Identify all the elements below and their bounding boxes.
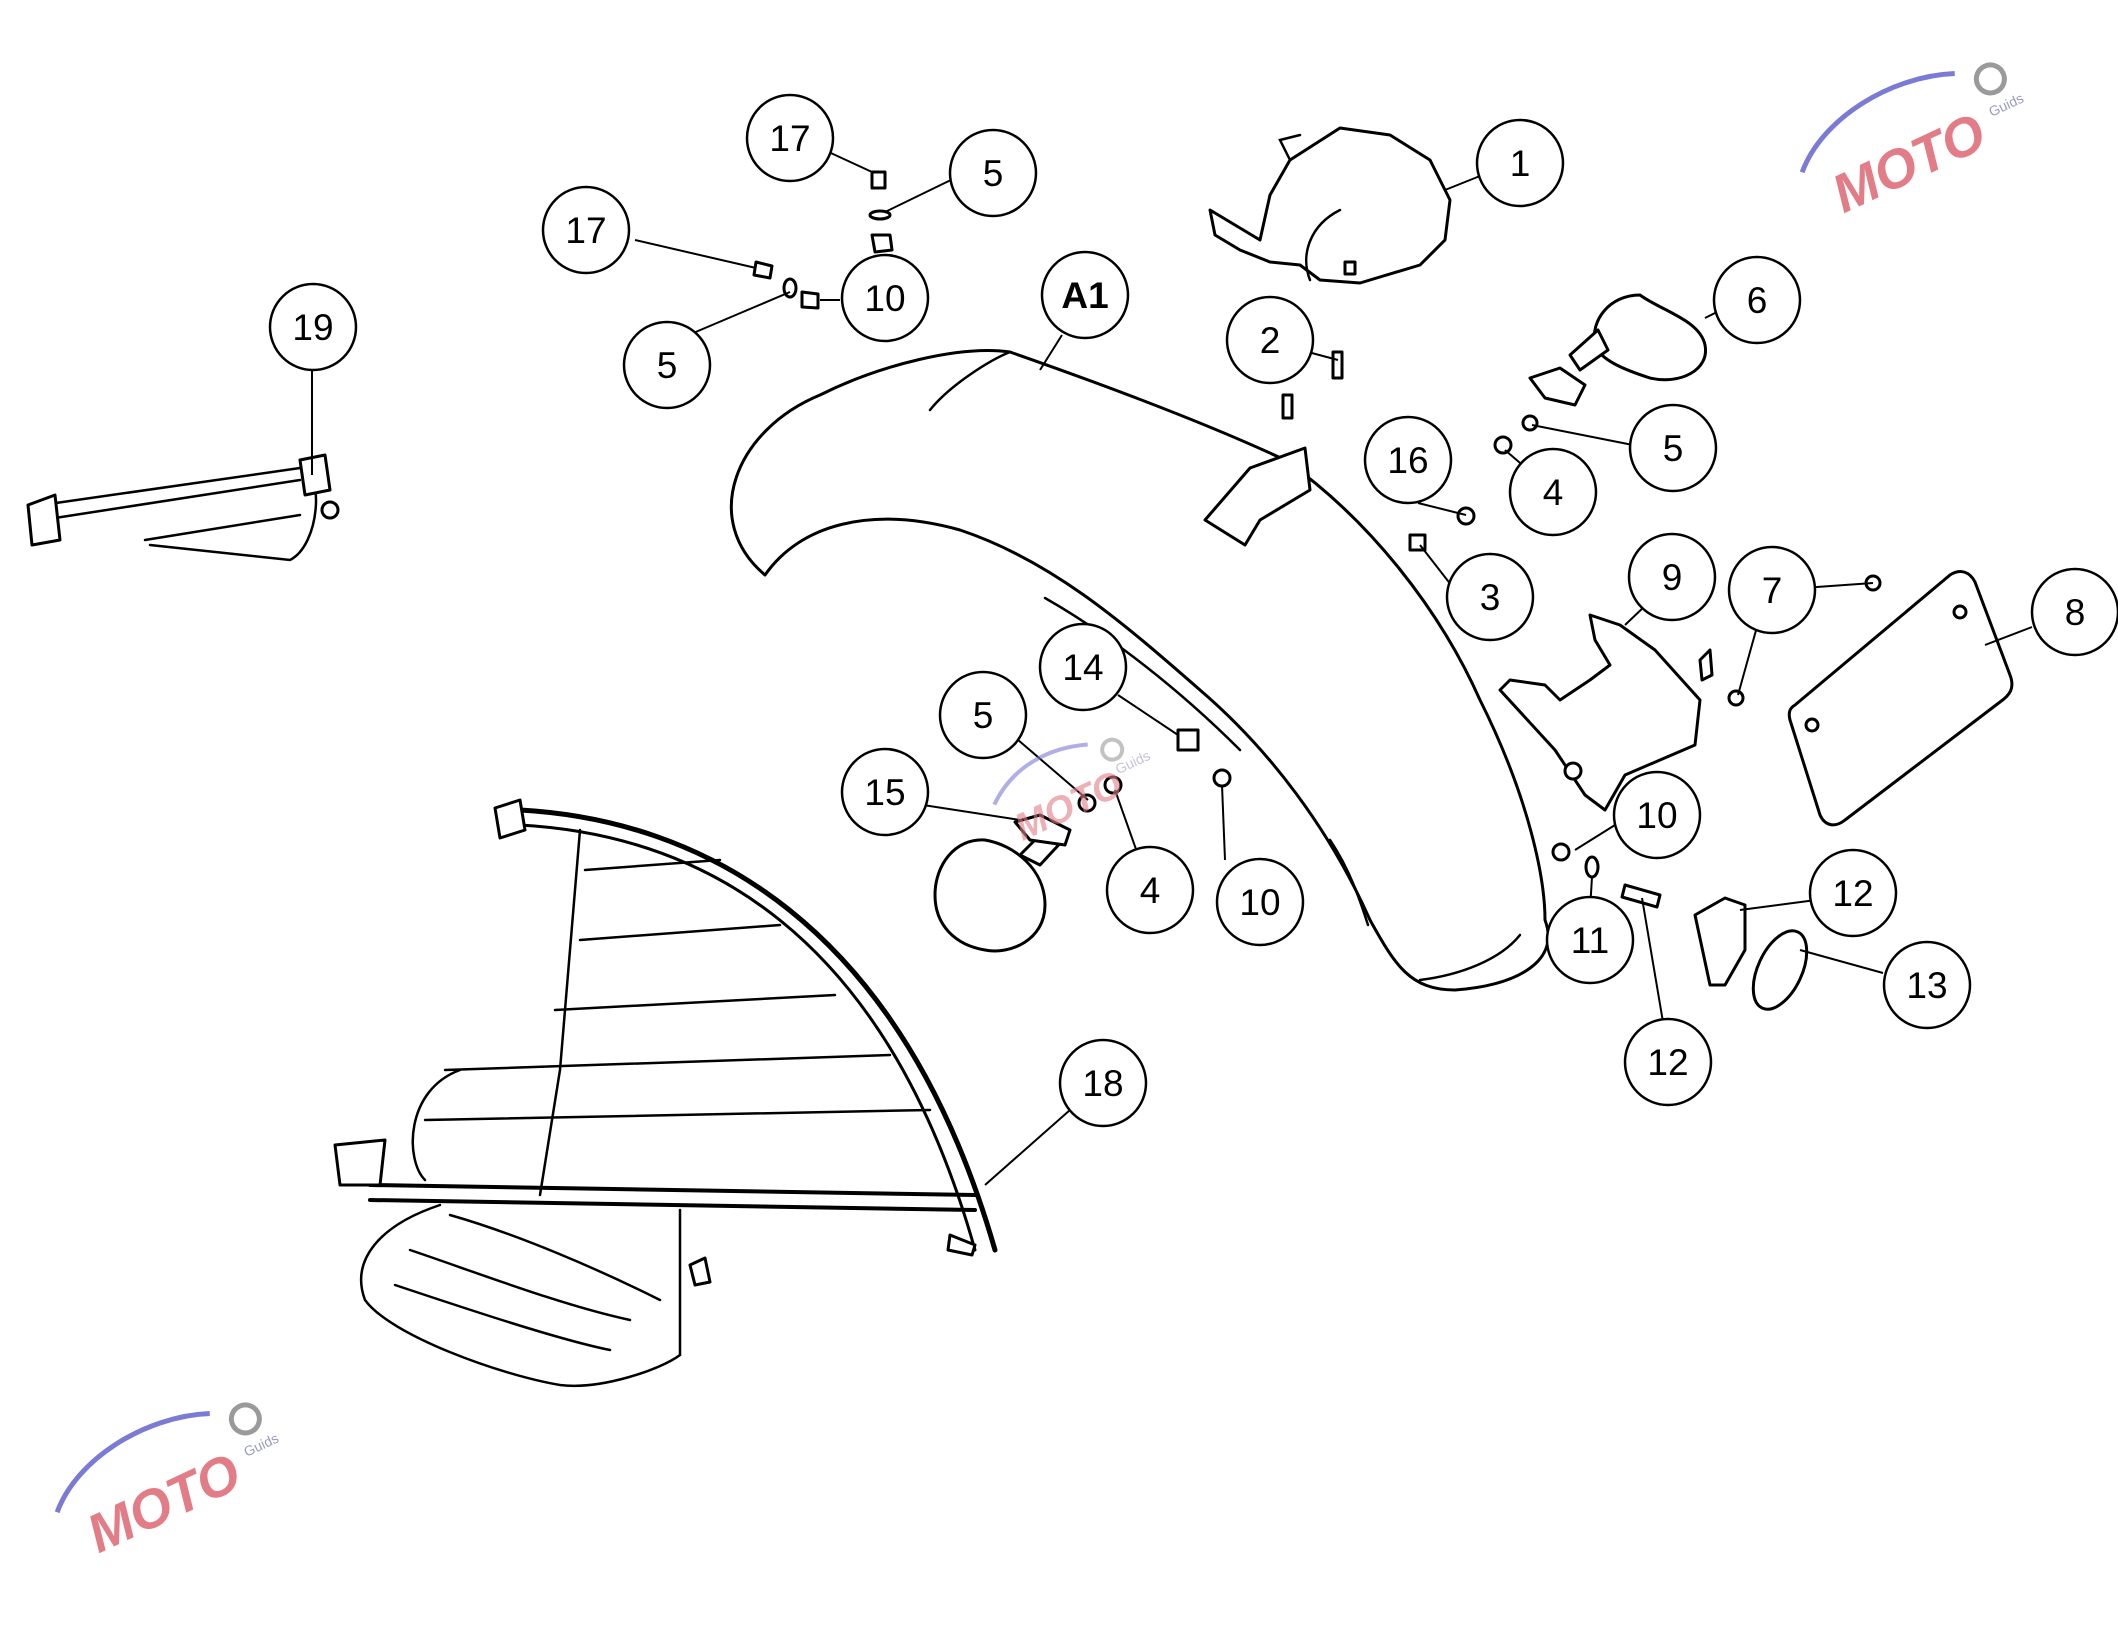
svg-text:12: 12 [1647,1042,1688,1083]
callout-15: 15 [840,747,930,837]
svg-text:7: 7 [1762,570,1783,611]
callout-3: 3 [1445,552,1535,642]
hardware-fasteners [752,170,1882,909]
gear-icon [228,1402,262,1436]
watermark-top-right: MOTO Guids [1799,62,2026,225]
svg-text:Guids: Guids [1113,747,1153,777]
svg-text:10: 10 [864,278,905,319]
svg-text:10: 10 [1239,882,1280,923]
tail-light [1208,126,1452,285]
watermark-bottom-left: MOTO Guids [54,1402,281,1565]
reflector-lens [1751,929,1809,1011]
callout-10-bottom: 10 [1215,857,1305,947]
callout-19: 19 [268,282,358,372]
callout-A1: A1 [1040,250,1130,340]
reflector-housing [1693,896,1747,987]
svg-text:17: 17 [769,118,810,159]
callout-7: 7 [1727,545,1817,635]
swoosh-icon [1799,71,1955,174]
callout-12-lower: 12 [1623,1017,1713,1107]
callout-5-left: 5 [622,320,712,410]
svg-text:19: 19 [292,307,333,348]
callout-5-right: 5 [1628,403,1718,493]
fender-mounting-bracket [1203,446,1312,547]
callout-1: 1 [1475,118,1565,208]
callout-10-right: 10 [1612,770,1702,860]
rear-fender [729,349,1550,992]
callout-5-bottom: 5 [938,670,1028,760]
callout-18: 18 [1058,1038,1148,1128]
svg-text:9: 9 [1662,557,1683,598]
right-turn-signal [1528,293,1707,407]
svg-text:1: 1 [1510,143,1531,184]
callout-4-left: 4 [1105,845,1195,935]
gear-icon [1100,737,1125,762]
swoosh-icon [54,1411,210,1514]
callout-4-right: 4 [1508,447,1598,537]
callout-8: 8 [2030,567,2118,657]
license-plate [1787,570,2014,827]
callout-9: 9 [1627,532,1717,622]
gear-icon [1973,62,2007,96]
swoosh-icon [992,742,1088,806]
svg-text:5: 5 [973,695,994,736]
callout-11: 11 [1545,895,1635,985]
svg-text:2: 2 [1260,320,1281,361]
callout-12-upper: 12 [1808,848,1898,938]
callout-16: 16 [1363,415,1453,505]
left-turn-signal [933,813,1072,953]
callout-14: 14 [1038,622,1128,712]
svg-text:5: 5 [983,153,1004,194]
svg-text:16: 16 [1387,440,1428,481]
svg-text:17: 17 [565,210,606,251]
callout-6: 6 [1712,255,1802,345]
luggage-rack [333,798,998,1387]
svg-text:15: 15 [864,772,905,813]
svg-text:5: 5 [1663,428,1684,469]
callout-13: 13 [1882,940,1972,1030]
svg-text:12: 12 [1832,873,1873,914]
svg-text:5: 5 [657,345,678,386]
svg-text:A1: A1 [1061,275,1108,316]
callout-17-top: 17 [745,93,835,183]
svg-text:11: 11 [1571,920,1609,961]
svg-text:4: 4 [1543,472,1564,513]
svg-text:MOTO: MOTO [78,1442,249,1564]
callout-10-top: 10 [840,253,930,343]
svg-text:8: 8 [2065,592,2086,633]
svg-text:10: 10 [1636,795,1677,836]
svg-text:MOTO: MOTO [1823,102,1994,224]
svg-text:14: 14 [1062,647,1103,688]
callout-5-top: 5 [948,128,1038,218]
svg-text:3: 3 [1480,577,1501,618]
side-support-bracket [26,453,340,562]
svg-text:18: 18 [1082,1063,1123,1104]
callout-2: 2 [1225,295,1315,385]
svg-text:4: 4 [1140,870,1161,911]
svg-text:6: 6 [1747,280,1768,321]
callout-17-left: 17 [541,185,631,275]
svg-text:13: 13 [1906,965,1947,1006]
